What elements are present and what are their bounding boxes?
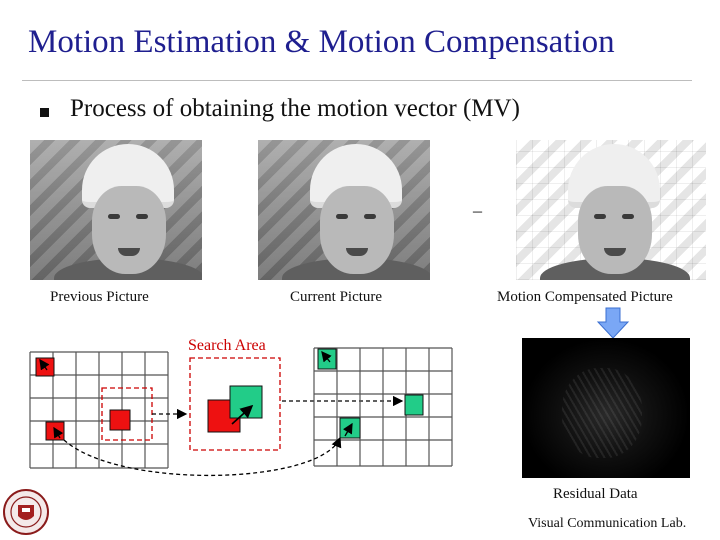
down-arrow-icon <box>596 307 630 339</box>
residual-image <box>522 338 690 478</box>
cur-block-mid <box>404 394 424 416</box>
motion-vector-arrow <box>231 404 254 425</box>
search-area-label: Search Area <box>188 337 266 354</box>
current-picture <box>258 140 430 280</box>
previous-picture-caption: Previous Picture <box>50 289 149 305</box>
university-seal-logo <box>3 489 49 535</box>
motion-compensated-picture <box>516 140 706 280</box>
ref-block-mid <box>109 409 131 431</box>
previous-picture <box>30 140 202 280</box>
minus-sign: _ <box>473 194 482 214</box>
compensated-picture-caption: Motion Compensated Picture <box>497 289 673 305</box>
motion-vector-diagram: Search Area <box>29 307 630 477</box>
mv-cur-top <box>321 350 332 363</box>
previous-block-grid <box>29 351 169 469</box>
ref-block-bottom <box>45 421 65 441</box>
lab-name: Visual Communication Lab. <box>528 516 687 531</box>
search-area <box>189 357 281 451</box>
residual-caption: Residual Data <box>553 486 638 502</box>
mv-bottom <box>53 426 64 439</box>
current-picture-caption: Current Picture <box>290 289 383 305</box>
title-divider <box>22 80 692 81</box>
mv-top <box>39 358 50 371</box>
best-match-block-green <box>229 385 263 419</box>
bullet-text: Process of obtaining the motion vector (… <box>70 95 520 122</box>
mv-cur-bottom <box>342 422 353 437</box>
flow-ellipse-arrow <box>63 436 342 477</box>
bullet-square-icon <box>40 108 49 117</box>
slide-title: Motion Estimation & Motion Compensation <box>28 24 615 60</box>
